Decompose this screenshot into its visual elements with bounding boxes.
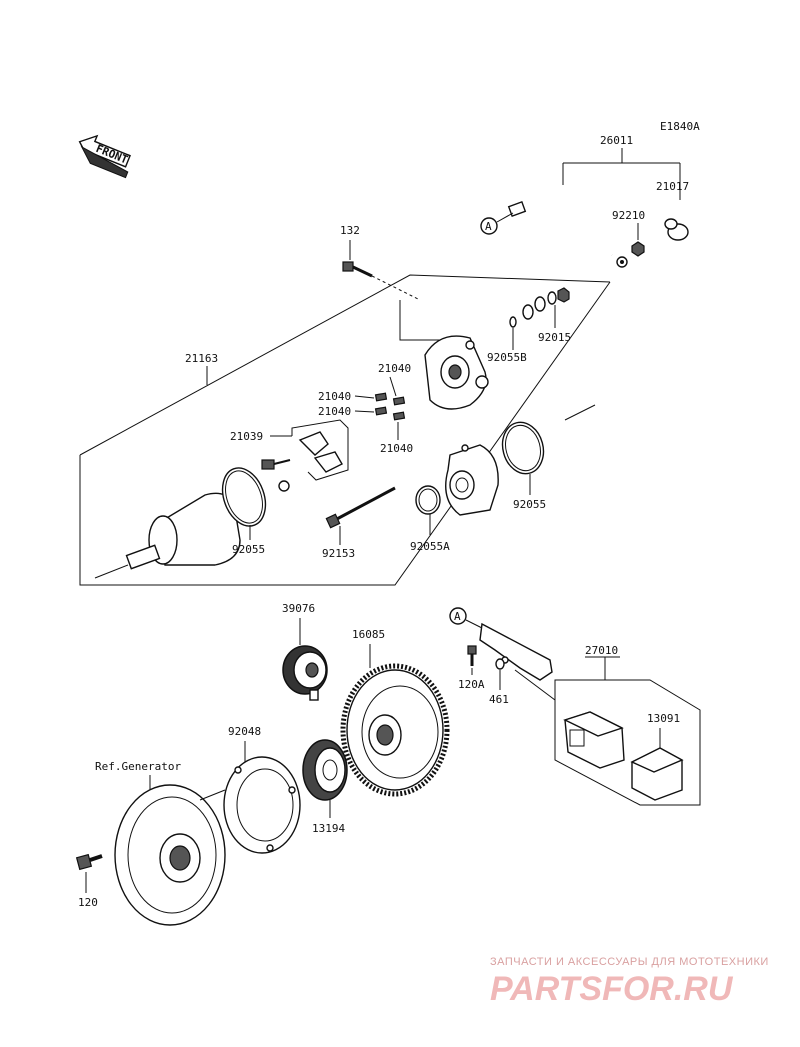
bolt-132: 132 (340, 224, 440, 341)
callout-16085: 16085 (352, 628, 385, 641)
through-bolt-92153: 92153 (322, 486, 396, 560)
callout-92055-right: 92055 (513, 498, 546, 511)
callout-21040-a: 21040 (378, 362, 411, 375)
generator-rotor: Ref.Generator 120 (75, 760, 226, 926)
marker-a-lower-label: A (454, 610, 461, 623)
starter-end-cover (424, 335, 489, 410)
callout-120a: 120A (458, 678, 485, 691)
callout-13194: 13194 (312, 822, 345, 835)
watermark-caption: ЗАПЧАСТИ И АКСЕССУАРЫ ДЛЯ МОТОТЕХНИКИ (490, 956, 769, 968)
callout-39076: 39076 (282, 602, 315, 615)
callout-92153: 92153 (322, 547, 355, 560)
callout-21040-b: 21040 (318, 390, 351, 403)
callout-92055a: 92055A (410, 540, 450, 553)
o-ring-92055-left: 92055 (221, 467, 267, 556)
callout-21040-d: 21040 (380, 442, 413, 455)
idle-gear-39076: 39076 (282, 602, 328, 701)
marker-a-label: A (485, 220, 492, 233)
callout-21017: 21017 (656, 180, 689, 193)
callout-21163: 21163 (185, 352, 218, 365)
callout-92015: 92015 (538, 331, 571, 344)
callout-92055b: 92055B (487, 351, 527, 364)
callout-26011: 26011 (600, 134, 633, 147)
reference-marker-a (480, 217, 498, 235)
callout-27010: 27010 (585, 644, 618, 657)
callout-461: 461 (489, 693, 509, 706)
starter-relay-group: A 120A 461 27010 13091 (449, 607, 701, 806)
starter-front-cover: 92055A (410, 444, 499, 553)
front-arrow-icon: FRONT (78, 134, 131, 179)
brush-holder-21039: 21039 (230, 419, 349, 492)
callout-21040-c: 21040 (318, 405, 351, 418)
starter-yoke (94, 492, 241, 579)
starter-cable-group: 26011 A 21017 92210 (480, 134, 689, 268)
ref-generator-label: Ref.Generator (95, 760, 181, 773)
callout-120: 120 (78, 896, 98, 909)
diagram-code: E1840A (660, 120, 700, 133)
clutch-housing-92048: 92048 (223, 725, 301, 854)
callout-92048: 92048 (228, 725, 261, 738)
callout-132: 132 (340, 224, 360, 237)
callout-92210: 92210 (612, 209, 645, 222)
o-ring-92055-right: 92055 (501, 404, 596, 511)
site-watermark: ЗАПЧАСТИ И АКСЕССУАРЫ ДЛЯ МОТОТЕХНИКИ PA… (490, 956, 769, 1008)
reference-marker-a-lower (449, 607, 467, 625)
callout-92055-left: 92055 (232, 543, 265, 556)
starter-motor-box: 21163 (79, 274, 611, 586)
starter-clutch-gear-16085: 16085 (340, 628, 450, 797)
callout-21039: 21039 (230, 430, 263, 443)
washer-set-92015: 92015 92055B (487, 287, 571, 364)
callout-13091: 13091 (647, 712, 680, 725)
brush-springs-21040: 21040 21040 21040 21040 (318, 362, 413, 455)
one-way-clutch-13194: 13194 (302, 739, 348, 835)
watermark-logo: PARTSFOR.RU (490, 970, 734, 1008)
